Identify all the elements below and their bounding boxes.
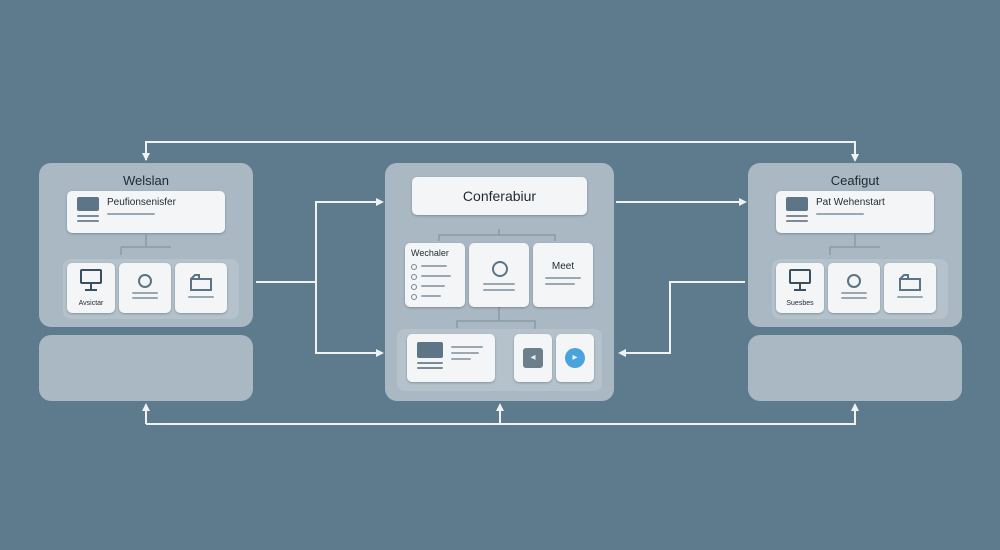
left-tile-caption: Avsictar xyxy=(78,300,104,307)
left-module-title: Welslan xyxy=(122,173,169,188)
center-card-right-title: Meet xyxy=(551,261,575,272)
right-module-title: Ceafigut xyxy=(830,173,880,188)
center-module-panel: Conferabiur Wechaler Meet xyxy=(385,163,614,401)
screen-icon xyxy=(77,197,99,211)
text-line xyxy=(483,289,515,291)
right-tile-caption: Suesbes xyxy=(786,300,814,307)
screen-caption-line xyxy=(786,220,808,222)
monitor-stand xyxy=(90,284,92,289)
center-tree-connector xyxy=(438,229,556,329)
bullet-icon xyxy=(411,284,417,290)
right-tile-monitor[interactable]: Suesbes xyxy=(776,263,824,313)
text-line xyxy=(132,297,158,299)
screen-icon xyxy=(417,342,443,358)
right-tree-connector xyxy=(829,233,880,255)
center-square-button[interactable]: ◂ xyxy=(514,334,552,382)
connector-right-to-center xyxy=(618,281,745,357)
text-line xyxy=(483,283,515,285)
text-line xyxy=(841,297,867,299)
center-title-card[interactable]: Conferabiur xyxy=(412,177,587,215)
center-card-left-title: Wechaler xyxy=(411,248,449,258)
text-line xyxy=(451,352,479,354)
center-module-title: Conferabiur xyxy=(462,188,537,204)
left-tree-connector xyxy=(120,233,171,255)
center-card-meet[interactable]: Meet xyxy=(533,243,593,307)
center-blue-button[interactable]: ▸ xyxy=(556,334,594,382)
screen-caption-line xyxy=(417,367,443,369)
text-line xyxy=(132,292,158,294)
folder-icon xyxy=(899,274,921,291)
text-line xyxy=(107,213,155,215)
connector-top-loop xyxy=(145,141,859,162)
screen-icon xyxy=(786,197,808,211)
text-line xyxy=(451,346,483,348)
at-sign-icon xyxy=(847,274,861,288)
left-tile-row: Avsictar xyxy=(63,259,239,319)
right-module-panel: Ceafigut Pat Wehenstart Suesbes xyxy=(748,163,962,327)
monitor-base xyxy=(85,289,97,291)
text-line xyxy=(897,296,923,298)
right-tile-row: Suesbes xyxy=(772,259,948,319)
bullet-icon xyxy=(411,274,417,280)
right-tile-at[interactable] xyxy=(828,263,880,313)
monitor-icon xyxy=(80,269,102,284)
connector-left-to-center-top xyxy=(256,198,384,283)
text-line xyxy=(545,277,581,279)
center-card-at[interactable] xyxy=(469,243,529,307)
right-header-card-label: Pat Wehenstart xyxy=(816,197,885,208)
play-icon: ▸ xyxy=(565,348,585,368)
left-tile-at[interactable] xyxy=(119,263,171,313)
center-bottom-row: ◂ ▸ xyxy=(397,329,602,391)
folder-icon xyxy=(190,274,212,291)
monitor-stand xyxy=(799,284,801,289)
text-line xyxy=(816,213,864,215)
center-screen-card[interactable] xyxy=(407,334,495,382)
right-bottom-panel xyxy=(748,335,962,401)
bullet-icon xyxy=(411,294,417,300)
text-line xyxy=(188,296,214,298)
text-line xyxy=(421,295,441,297)
at-sign-icon xyxy=(138,274,152,288)
text-line xyxy=(545,283,575,285)
right-tile-folder[interactable] xyxy=(884,263,936,313)
text-line xyxy=(421,285,445,287)
screen-caption-line xyxy=(786,215,808,217)
left-module-panel: Welslan Peufionsenisfer Avsictar xyxy=(39,163,253,327)
text-line xyxy=(841,292,867,294)
text-line xyxy=(451,358,471,360)
screen-caption-line xyxy=(77,215,99,217)
monitor-base xyxy=(794,289,806,291)
left-header-card-label: Peufionsenisfer xyxy=(107,197,176,208)
right-header-card[interactable]: Pat Wehenstart xyxy=(776,191,934,233)
at-sign-icon xyxy=(492,261,508,277)
left-tile-monitor[interactable]: Avsictar xyxy=(67,263,115,313)
left-tile-folder[interactable] xyxy=(175,263,227,313)
screen-caption-line xyxy=(77,220,99,222)
connector-bottom-loop xyxy=(146,403,859,425)
left-bottom-panel xyxy=(39,335,253,401)
text-line xyxy=(421,275,451,277)
bullet-icon xyxy=(411,264,417,270)
monitor-icon xyxy=(789,269,811,284)
center-card-list[interactable]: Wechaler xyxy=(405,243,465,307)
arrow-icon: ◂ xyxy=(523,348,543,368)
screen-caption-line xyxy=(417,362,443,364)
connector-left-to-center-bottom xyxy=(315,282,384,357)
text-line xyxy=(421,265,447,267)
left-header-card[interactable]: Peufionsenisfer xyxy=(67,191,225,233)
